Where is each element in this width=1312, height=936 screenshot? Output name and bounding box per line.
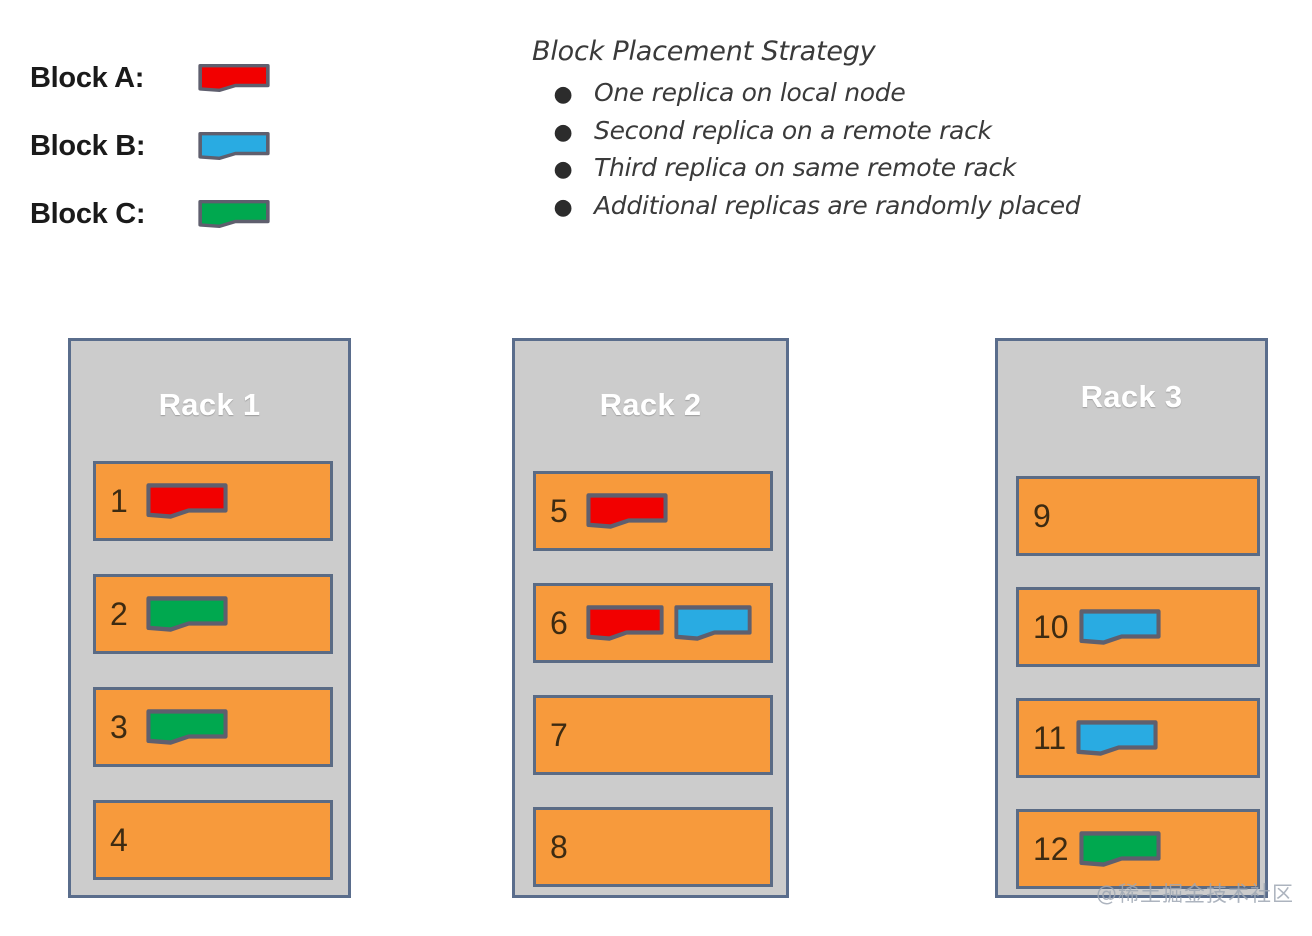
strategy-item: ● Additional replicas are randomly place… <box>532 187 1302 225</box>
node-id-label: 11 <box>1033 719 1067 756</box>
rack-2: Rack 2 5 6 7 8 <box>512 338 789 898</box>
node-id-label: 9 <box>1033 497 1051 534</box>
node-block-list <box>1079 608 1161 646</box>
strategy-title: Block Placement Strategy <box>532 36 876 67</box>
strategy-item-label: Third replica on same remote rack <box>594 153 1017 182</box>
bullet-icon: ● <box>553 194 573 220</box>
node-3[interactable]: 3 <box>93 687 333 767</box>
node-block-list <box>586 604 752 642</box>
rack-title: Rack 3 <box>1080 379 1183 414</box>
strategy-panel: Block Placement Strategy ● One replica on… <box>532 36 1302 224</box>
node-block-list <box>146 708 228 746</box>
rack-3: Rack 3 9 10 11 12 <box>995 338 1268 898</box>
legend-label: Block A: <box>30 61 145 94</box>
node-block-list <box>146 482 228 520</box>
watermark: @稀土掘金技术社区 <box>1096 882 1294 906</box>
block-c-icon <box>146 708 228 746</box>
strategy-item-label: One replica on local node <box>594 78 906 107</box>
legend-row: Block A: <box>30 44 330 112</box>
strategy-item-label: Second replica on a remote rack <box>594 115 992 145</box>
block-a-icon <box>146 482 228 520</box>
node-12[interactable]: 12 <box>1016 809 1260 889</box>
node-block-list <box>586 492 668 530</box>
block-swatch-icon <box>198 131 270 161</box>
strategy-item: ● One replica on local node <box>532 74 1302 112</box>
node-4[interactable]: 4 <box>93 800 333 880</box>
legend-row: Block B: <box>30 112 330 180</box>
strategy-item-label: Additional replicas are randomly placed <box>594 190 1081 220</box>
bullet-icon: ● <box>553 119 573 145</box>
node-id-label: 10 <box>1033 608 1069 645</box>
strategy-item: ● Second replica on a remote rack <box>532 112 1302 150</box>
node-7[interactable]: 7 <box>533 695 773 775</box>
block-swatch-icon <box>198 63 270 93</box>
strategy-item: ● Third replica on same remote rack <box>532 149 1302 187</box>
rack-title: Rack 1 <box>158 387 261 422</box>
node-6[interactable]: 6 <box>533 583 773 663</box>
node-id-label: 2 <box>110 595 128 632</box>
node-5[interactable]: 5 <box>533 471 773 551</box>
node-2[interactable]: 2 <box>93 574 333 654</box>
node-id-label: 4 <box>110 821 128 858</box>
block-a-icon <box>586 492 668 530</box>
node-id-label: 6 <box>550 604 568 641</box>
node-block-list <box>1079 830 1161 868</box>
node-8[interactable]: 8 <box>533 807 773 887</box>
node-block-list <box>146 595 228 633</box>
node-1[interactable]: 1 <box>93 461 333 541</box>
bullet-icon: ● <box>553 82 573 107</box>
node-block-list <box>1076 719 1158 757</box>
legend: Block A: Block B: Block C: <box>30 44 330 248</box>
block-b-icon <box>674 604 752 642</box>
node-11[interactable]: 11 <box>1016 698 1260 778</box>
legend-label: Block C: <box>30 197 146 230</box>
rack-title: Rack 2 <box>599 387 702 422</box>
block-a-icon <box>586 604 664 642</box>
block-swatch-icon <box>198 199 270 229</box>
block-c-icon <box>1079 830 1161 868</box>
node-9[interactable]: 9 <box>1016 476 1260 556</box>
node-id-label: 5 <box>550 492 568 529</box>
rack-1: Rack 1 1 2 3 4 <box>68 338 351 898</box>
block-b-icon <box>1079 608 1161 646</box>
node-10[interactable]: 10 <box>1016 587 1260 667</box>
strategy-list: ● One replica on local node ● Second replic… <box>532 74 1302 224</box>
node-id-label: 3 <box>110 708 128 745</box>
bullet-icon: ● <box>553 157 573 182</box>
block-c-icon <box>146 595 228 633</box>
node-id-label: 12 <box>1033 830 1069 867</box>
node-id-label: 7 <box>550 716 568 753</box>
node-id-label: 1 <box>110 482 128 519</box>
legend-label: Block B: <box>30 129 146 162</box>
legend-row: Block C: <box>30 180 330 248</box>
block-b-icon <box>1076 719 1158 757</box>
node-id-label: 8 <box>550 828 568 865</box>
